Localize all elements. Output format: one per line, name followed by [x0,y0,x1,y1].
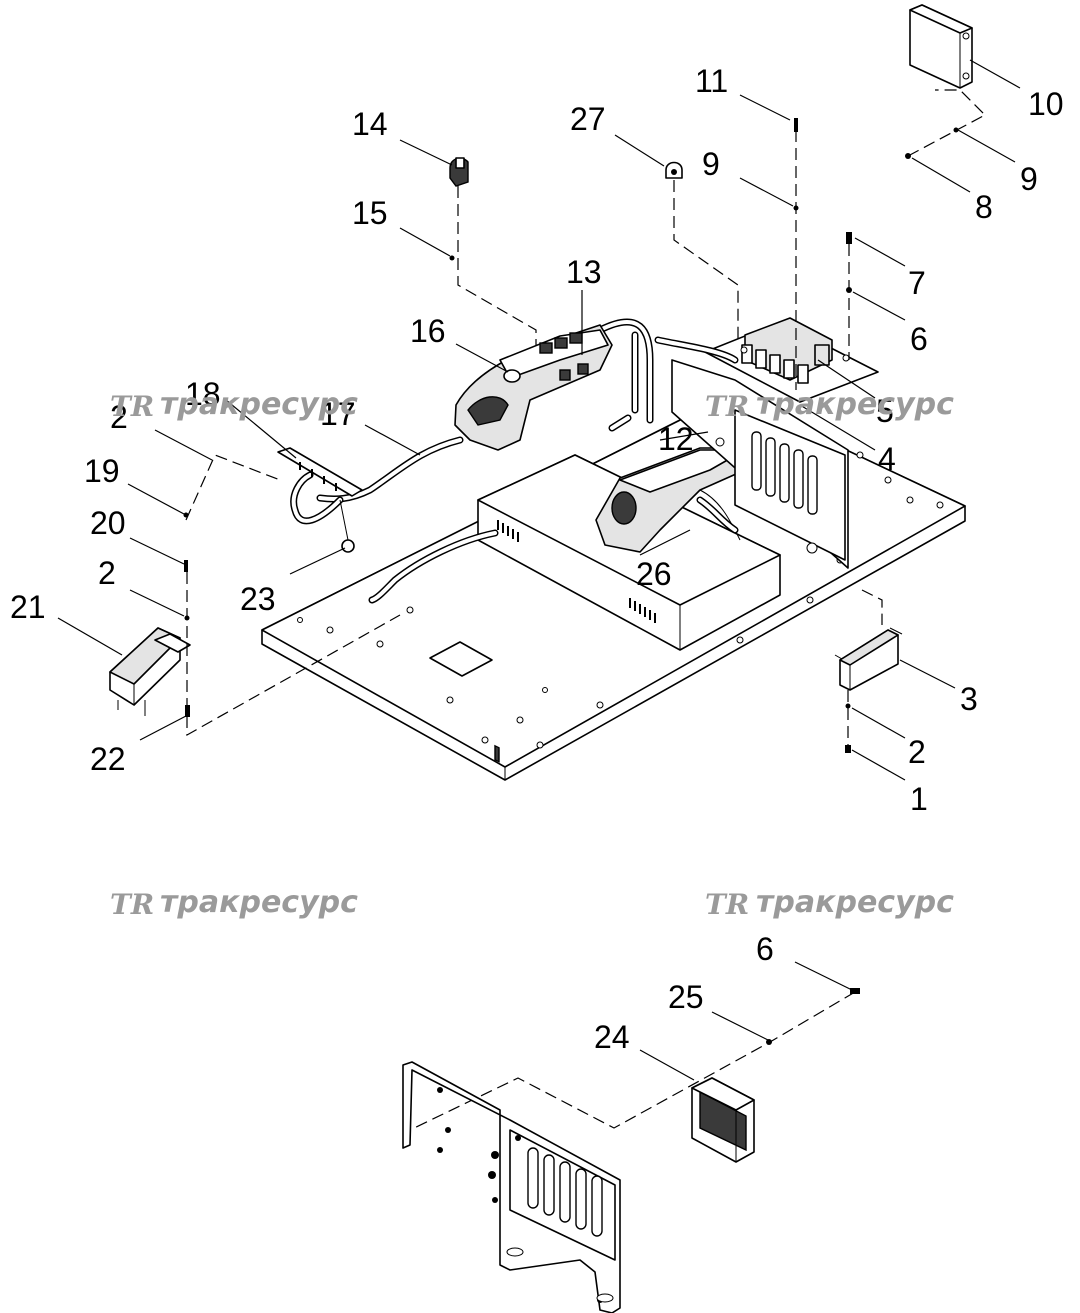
callout-7: 7 [908,265,926,301]
callout-14: 14 [352,106,388,142]
cable-clamp [665,161,683,179]
svg-text:тракресурс: тракресурс [160,387,358,422]
armrest-console [454,324,613,451]
callout-1: 1 [910,781,928,817]
callout-21: 21 [10,589,46,625]
callout-16: 16 [410,313,446,349]
callout-10: 10 [1028,86,1064,122]
watermark-top-left: TR тракресурс [110,387,358,423]
callout-2-top: 2 [110,399,128,435]
switch-panel [277,447,363,497]
relay-plate [704,317,879,403]
callout-12: 12 [658,421,694,457]
callout-5: 5 [876,393,894,429]
ecu-box [909,4,973,89]
assembly-lines [185,89,986,1131]
callout-25: 25 [668,979,704,1015]
callout-23: 23 [240,581,276,617]
controller-box [834,627,903,691]
svg-text:TR: TR [705,888,749,921]
callout-19: 19 [84,453,120,489]
callout-4: 4 [878,441,896,477]
console-base [477,447,781,763]
callout-9-mid: 9 [702,146,720,182]
callout-11: 11 [695,63,728,99]
rear-panel [671,359,849,569]
callout-8: 8 [975,189,993,225]
callout-22: 22 [90,741,126,777]
callout-17: 17 [320,396,356,432]
callout-27: 27 [570,101,606,137]
key-switch [449,157,469,187]
callout-9-right: 9 [1020,161,1038,197]
callout-26: 26 [636,556,672,592]
leader-lines [57,59,1021,1081]
foot-pedal [109,627,191,716]
svg-text:тракресурс: тракресурс [756,885,954,920]
svg-text:тракресурс: тракресурс [756,387,954,422]
watermark-bottom-left: TR тракресурс [110,885,358,921]
watermark-bottom-right: TR тракресурс [705,885,954,921]
electronic-module [691,1077,755,1163]
callout-6-top: 6 [910,321,928,357]
callout-20: 20 [90,505,126,541]
callout-18: 18 [185,376,221,412]
svg-text:тракресурс: тракресурс [160,885,358,920]
callout-13: 13 [566,254,602,290]
callout-2-controller: 2 [908,734,926,770]
cable-harness [290,318,739,604]
callout-24: 24 [594,1019,630,1055]
watermark-top-right: TR тракресурс [705,387,954,423]
callout-3: 3 [960,681,978,717]
callout-15: 15 [352,195,388,231]
side-panel [402,1061,621,1313]
callout-2-pedal: 2 [98,555,116,591]
svg-text:TR: TR [110,390,154,423]
svg-text:TR: TR [110,888,154,921]
callout-6-bottom: 6 [756,931,774,967]
callout-labels: 1 2 2 2 3 4 5 6 6 7 8 9 9 10 11 12 13 14… [10,63,1064,1055]
svg-text:TR: TR [705,390,749,423]
